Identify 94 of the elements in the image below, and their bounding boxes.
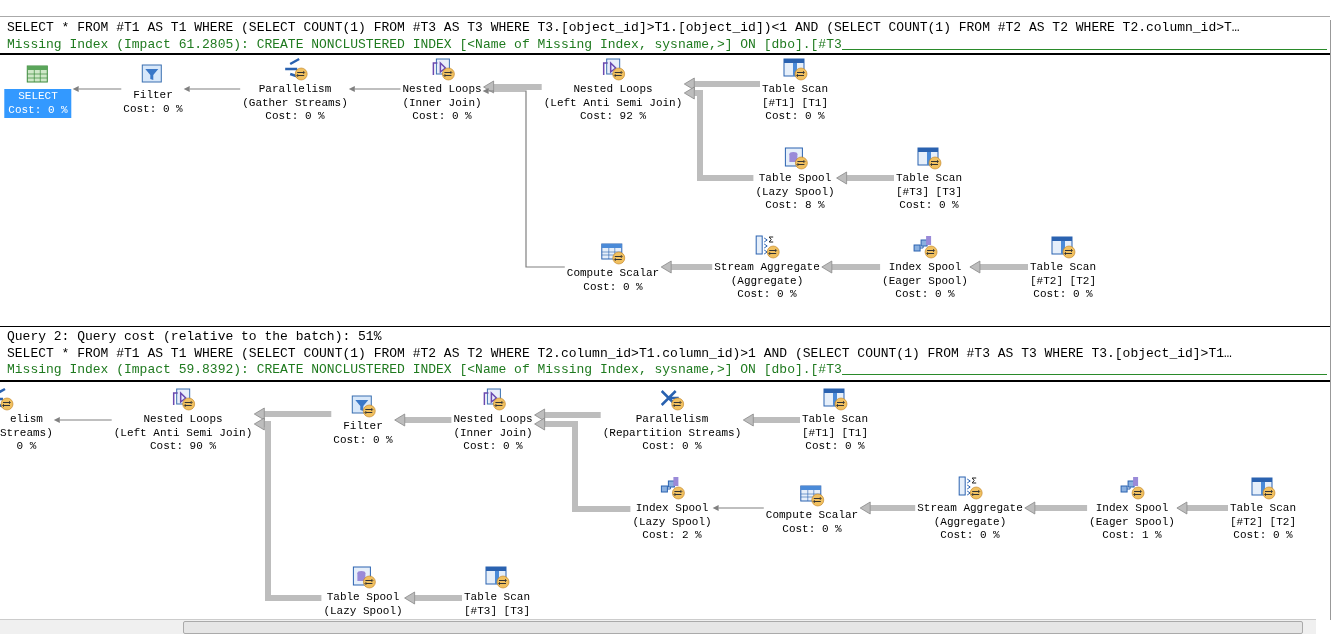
operator-name: Nested Loops: [573, 83, 653, 97]
flow-arrow: [534, 417, 631, 512]
operator-detail: (Lazy Spool): [632, 515, 712, 529]
operator-detail: [#T3] [T3]: [464, 604, 530, 618]
operator-name: Index Spool: [635, 502, 709, 516]
operator-name: Nested Loops: [453, 413, 533, 427]
operator-detail: (Left Anti Semi Join): [113, 426, 253, 440]
flow-arrow: [534, 408, 601, 422]
operator-name: Nested Loops: [143, 413, 223, 427]
missing-index-hint: Missing Index (Impact 61.2805): CREATE NONCLUSTERED INDEX [<Name of Missing Index, sysname,>] ON [dbo].[#T3: [7, 37, 842, 53]
operator-name: Filter: [343, 420, 383, 434]
operator-name: elism: [9, 413, 43, 427]
operator-detail: Cost: 0 %: [805, 440, 865, 454]
operator-detail: Cost: 0 %: [463, 440, 523, 454]
flow-arrow: [253, 417, 322, 601]
operator-detail: (Eager Spool): [882, 274, 968, 288]
operator-detail: [#T1] [T1]: [762, 96, 828, 110]
operator-detail: Cost: 0 %: [642, 440, 702, 454]
operator-detail: [#T3] [T3]: [896, 185, 962, 199]
flow-arrow: [1024, 501, 1088, 515]
flow-line: [482, 88, 566, 268]
operator-name: Table Spool: [758, 172, 832, 186]
flow-arrow: [821, 260, 881, 274]
operator-name: Table Scan: [802, 413, 868, 427]
operator-name: Table Scan: [896, 172, 962, 186]
operator-detail: (Repartition Streams): [602, 426, 742, 440]
operator-name: Table Scan: [762, 83, 828, 97]
flow-line: [183, 86, 241, 92]
query-text: SELECT * FROM #T1 AS T1 WHERE (SELECT COUNT(1) FROM #T2 AS T2 WHERE T2.column_id>T1.column_id)>1 AND (SELECT COUNT(1) FROM #T3 AS T3 WHERE T3.[object_id]>T1…: [7, 346, 1232, 362]
operator-detail: Cost: 0 %: [265, 110, 325, 124]
operator-detail: Cost: 0 %: [1233, 529, 1293, 543]
selected-operator-label: SELECT Cost: 0 %: [4, 89, 72, 118]
query-text: SELECT * FROM #T1 AS T1 WHERE (SELECT COUNT(1) FROM #T3 AS T3 WHERE T3.[object_id]>T1.[object_id])<1 AND (SELECT COUNT(1) FROM #T2 AS T2 WHERE T2.column_id>T…: [7, 20, 1240, 36]
flow-arrow: [969, 260, 1028, 274]
operator-name: Parallelism: [635, 413, 709, 427]
operator-detail: (Gather Streams): [242, 96, 348, 110]
flow-arrow: [253, 407, 332, 421]
operator-detail: Cost: 0 %: [1033, 288, 1093, 302]
operator-detail: (Aggregate): [933, 515, 1007, 529]
operator-detail: Cost: 0 %: [895, 288, 955, 302]
operator-name: Index Spool: [888, 261, 962, 275]
operator-detail: Cost: 0 %: [123, 102, 183, 116]
flow-arrow: [483, 80, 542, 94]
operator-detail: Cost: 0 %: [782, 522, 842, 536]
operator-name: Filter: [133, 89, 173, 103]
operator-name: Table Spool: [326, 591, 400, 605]
operator-name: Index Spool: [1095, 502, 1169, 516]
flow-arrow: [742, 413, 800, 427]
flow-line: [712, 505, 765, 511]
operator-detail: Cost: 92 %: [580, 110, 646, 124]
operator-detail: Streams): [0, 426, 53, 440]
operator-name: Compute Scalar: [566, 267, 660, 281]
flow-arrow: [394, 413, 452, 427]
flow-arrow: [683, 77, 760, 91]
operator-detail: Cost: 0 %: [899, 199, 959, 213]
flow-line: [53, 417, 113, 423]
operator-name: Compute Scalar: [765, 509, 859, 523]
operator-name: Stream Aggregate: [714, 261, 820, 275]
operator-detail: [#T2] [T2]: [1230, 515, 1296, 529]
operator-name: Stream Aggregate: [917, 502, 1023, 516]
operator-name: Table Scan: [1030, 261, 1096, 275]
operator-name: Table Scan: [1230, 502, 1296, 516]
query-cost-header: Query 2: Query cost (relative to the batch): 51%: [7, 329, 382, 345]
flow-line: [72, 86, 122, 92]
flow-arrow: [836, 171, 894, 185]
flow-arrow: [1176, 501, 1228, 515]
operator-detail: Cost: 1 %: [1102, 529, 1162, 543]
operator-name: Table Scan: [464, 591, 530, 605]
flow-line: [348, 86, 401, 92]
operator-detail: Cost: 0 %: [333, 433, 393, 447]
operator-detail: [#T2] [T2]: [1030, 274, 1096, 288]
flow-arrow: [660, 260, 713, 274]
operator-detail: (Aggregate): [730, 274, 804, 288]
missing-index-hint: Missing Index (Impact 59.8392): CREATE NONCLUSTERED INDEX [<Name of Missing Index, sysname,>] ON [dbo].[#T3: [7, 362, 842, 378]
operator-detail: Cost: 8 %: [765, 199, 825, 213]
operator-name: Parallelism: [258, 83, 332, 97]
operator-detail: Cost: 0 %: [412, 110, 472, 124]
operator-detail: Cost: 0 %: [940, 529, 1000, 543]
operator-detail: (Lazy Spool): [755, 185, 835, 199]
operator-name: Nested Loops: [402, 83, 482, 97]
operator-detail: 0 %: [16, 440, 37, 454]
flow-arrow: [683, 86, 754, 181]
operator-detail: Cost: 90 %: [150, 440, 216, 454]
operator-detail: Cost: 2 %: [642, 529, 702, 543]
operator-detail: [#T1] [T1]: [802, 426, 868, 440]
operator-detail: Cost: 0 %: [765, 110, 825, 124]
operator-detail: Cost: 0 %: [737, 288, 797, 302]
operator-detail: (Lazy Spool): [323, 604, 403, 618]
flow-arrow: [859, 501, 916, 515]
operator-detail: (Eager Spool): [1089, 515, 1175, 529]
operator-detail: (Inner Join): [402, 96, 482, 110]
operator-detail: (Inner Join): [453, 426, 533, 440]
operator-detail: Cost: 0 %: [583, 280, 643, 294]
operator-detail: (Left Anti Semi Join): [543, 96, 683, 110]
